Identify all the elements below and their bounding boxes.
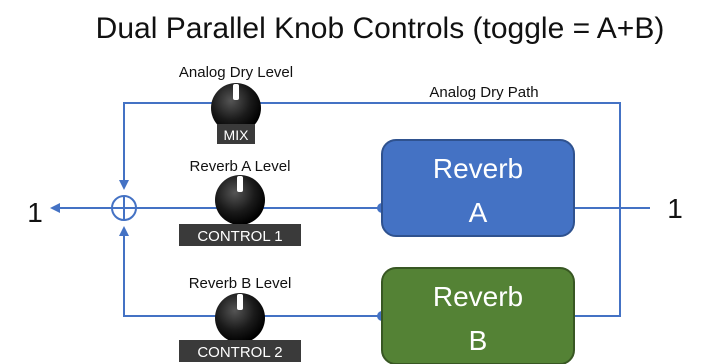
reverb-b-level-pointer xyxy=(237,294,243,310)
output-port-label: 1 xyxy=(27,197,43,228)
dry-level-knob[interactable]: Analog Dry Level MIX xyxy=(179,64,293,144)
reverb-b-return-wire xyxy=(119,226,382,317)
reverb-b-level-label: Reverb B Level xyxy=(189,275,292,292)
reverb-b-feed-wire xyxy=(575,208,621,317)
reverb-b-level-tag-bg xyxy=(179,340,301,362)
dry-level-pointer xyxy=(233,84,239,100)
diagram-title: Dual Parallel Knob Controls (toggle = A+… xyxy=(96,12,665,45)
dry-level-knob-icon xyxy=(211,83,261,133)
reverb-a-block[interactable]: Reverb A xyxy=(381,139,575,237)
reverb-b-block[interactable]: Reverb B xyxy=(381,267,575,364)
reverb-a-level-label: Reverb A Level xyxy=(190,158,291,175)
dry-level-label: Analog Dry Level xyxy=(179,64,293,81)
dry-level-tag-bg xyxy=(217,124,255,144)
reverb-b-title: Reverb xyxy=(433,281,523,312)
reverb-a-level-tag: CONTROL 1 xyxy=(197,228,282,245)
reverb-b-level-knob[interactable]: Reverb B Level CONTROL 2 xyxy=(179,275,301,362)
dry-path-label: Analog Dry Path xyxy=(429,84,538,101)
reverb-b-level-knob-icon xyxy=(215,293,265,343)
reverb-a-level-pointer xyxy=(237,176,243,192)
reverb-a-level-knob-icon xyxy=(215,175,265,225)
reverb-b-level-tag: CONTROL 2 xyxy=(197,344,282,361)
summing-node-icon xyxy=(111,195,137,221)
reverb-a-level-knob[interactable]: Reverb A Level CONTROL 1 xyxy=(179,158,301,246)
dry-path-wire xyxy=(119,102,621,208)
reverb-b-subtitle: B xyxy=(469,325,488,356)
input-port-label: 1 xyxy=(667,193,683,224)
reverb-a-subtitle: A xyxy=(469,197,488,228)
reverb-a-title: Reverb xyxy=(433,153,523,184)
reverb-a-level-tag-bg xyxy=(179,224,301,246)
dry-level-tag: MIX xyxy=(224,127,250,143)
